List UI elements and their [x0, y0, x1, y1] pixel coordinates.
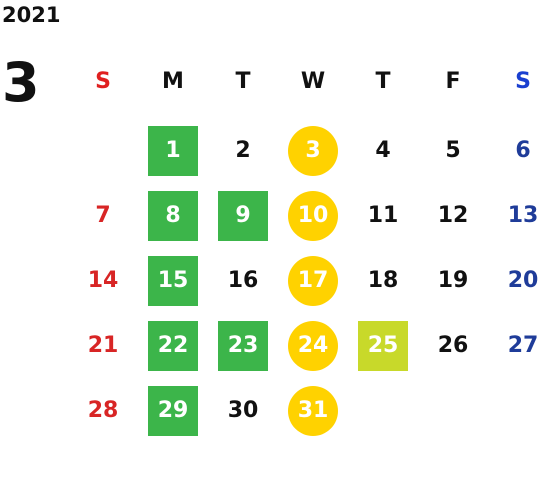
- day-number: 19: [437, 268, 469, 293]
- day-number: 14: [87, 268, 119, 293]
- weekday-header: M: [162, 68, 184, 94]
- day-number: 10: [288, 191, 338, 241]
- day-cell-green-square[interactable]: 1: [138, 119, 208, 183]
- weekday-header: W: [300, 68, 326, 94]
- weekday-header: T: [375, 68, 391, 94]
- day-cell-green-square[interactable]: 23: [208, 314, 278, 378]
- day-cell[interactable]: 13: [488, 184, 548, 248]
- day-number: 21: [87, 333, 119, 358]
- day-cell-green-square[interactable]: 15: [138, 249, 208, 313]
- day-cell-yellow-circle[interactable]: 10: [278, 184, 348, 248]
- day-cell-green-square[interactable]: 8: [138, 184, 208, 248]
- day-cell[interactable]: 5: [418, 119, 488, 183]
- day-cell[interactable]: 2: [208, 119, 278, 183]
- day-cell[interactable]: 18: [348, 249, 418, 313]
- day-number: 30: [227, 398, 259, 423]
- day-cell-green-square[interactable]: 9: [208, 184, 278, 248]
- weekday-header: T: [235, 68, 251, 94]
- day-cell-yellow-circle[interactable]: 3: [278, 119, 348, 183]
- weekday-header: F: [445, 68, 461, 94]
- day-number: 7: [95, 203, 111, 228]
- day-cell-yellow-circle[interactable]: 17: [278, 249, 348, 313]
- day-number: 25: [358, 321, 408, 371]
- day-cell[interactable]: 7: [68, 184, 138, 248]
- day-number: 3: [288, 126, 338, 176]
- year-label: 2021: [2, 3, 61, 27]
- day-cell[interactable]: 11: [348, 184, 418, 248]
- day-number: 13: [507, 203, 539, 228]
- day-cell-lime-square[interactable]: 25: [348, 314, 418, 378]
- day-number: 11: [367, 203, 399, 228]
- day-cell[interactable]: 6: [488, 119, 548, 183]
- weekday-header: S: [515, 68, 531, 94]
- day-number: 28: [87, 398, 119, 423]
- day-number: 18: [367, 268, 399, 293]
- day-number: 5: [445, 138, 461, 163]
- day-number: 9: [218, 191, 268, 241]
- day-cell[interactable]: 26: [418, 314, 488, 378]
- day-number: 2: [235, 138, 251, 163]
- day-cell[interactable]: 14: [68, 249, 138, 313]
- day-number: 20: [507, 268, 539, 293]
- day-number: 12: [437, 203, 469, 228]
- day-number: 4: [375, 138, 391, 163]
- day-cell[interactable]: 27: [488, 314, 548, 378]
- day-cell[interactable]: 12: [418, 184, 488, 248]
- day-number: 27: [507, 333, 539, 358]
- day-number: 31: [288, 386, 338, 436]
- day-cell-green-square[interactable]: 22: [138, 314, 208, 378]
- day-number: 24: [288, 321, 338, 371]
- day-number: 29: [148, 386, 198, 436]
- day-number: 17: [288, 256, 338, 306]
- day-cell[interactable]: 28: [68, 379, 138, 443]
- day-number: 16: [227, 268, 259, 293]
- day-number: 22: [148, 321, 198, 371]
- day-cell[interactable]: 30: [208, 379, 278, 443]
- month-number: 3: [2, 51, 40, 114]
- day-cell[interactable]: 16: [208, 249, 278, 313]
- day-number: 15: [148, 256, 198, 306]
- day-cell[interactable]: 20: [488, 249, 548, 313]
- weekday-header: S: [95, 68, 111, 94]
- day-number: 23: [218, 321, 268, 371]
- day-cell-yellow-circle[interactable]: 24: [278, 314, 348, 378]
- day-cell[interactable]: 19: [418, 249, 488, 313]
- day-cell-yellow-circle[interactable]: 31: [278, 379, 348, 443]
- day-number: 8: [148, 191, 198, 241]
- day-cell[interactable]: 4: [348, 119, 418, 183]
- day-cell-green-square[interactable]: 29: [138, 379, 208, 443]
- day-number: 1: [148, 126, 198, 176]
- day-number: 26: [437, 333, 469, 358]
- day-cell[interactable]: 21: [68, 314, 138, 378]
- day-number: 6: [515, 138, 531, 163]
